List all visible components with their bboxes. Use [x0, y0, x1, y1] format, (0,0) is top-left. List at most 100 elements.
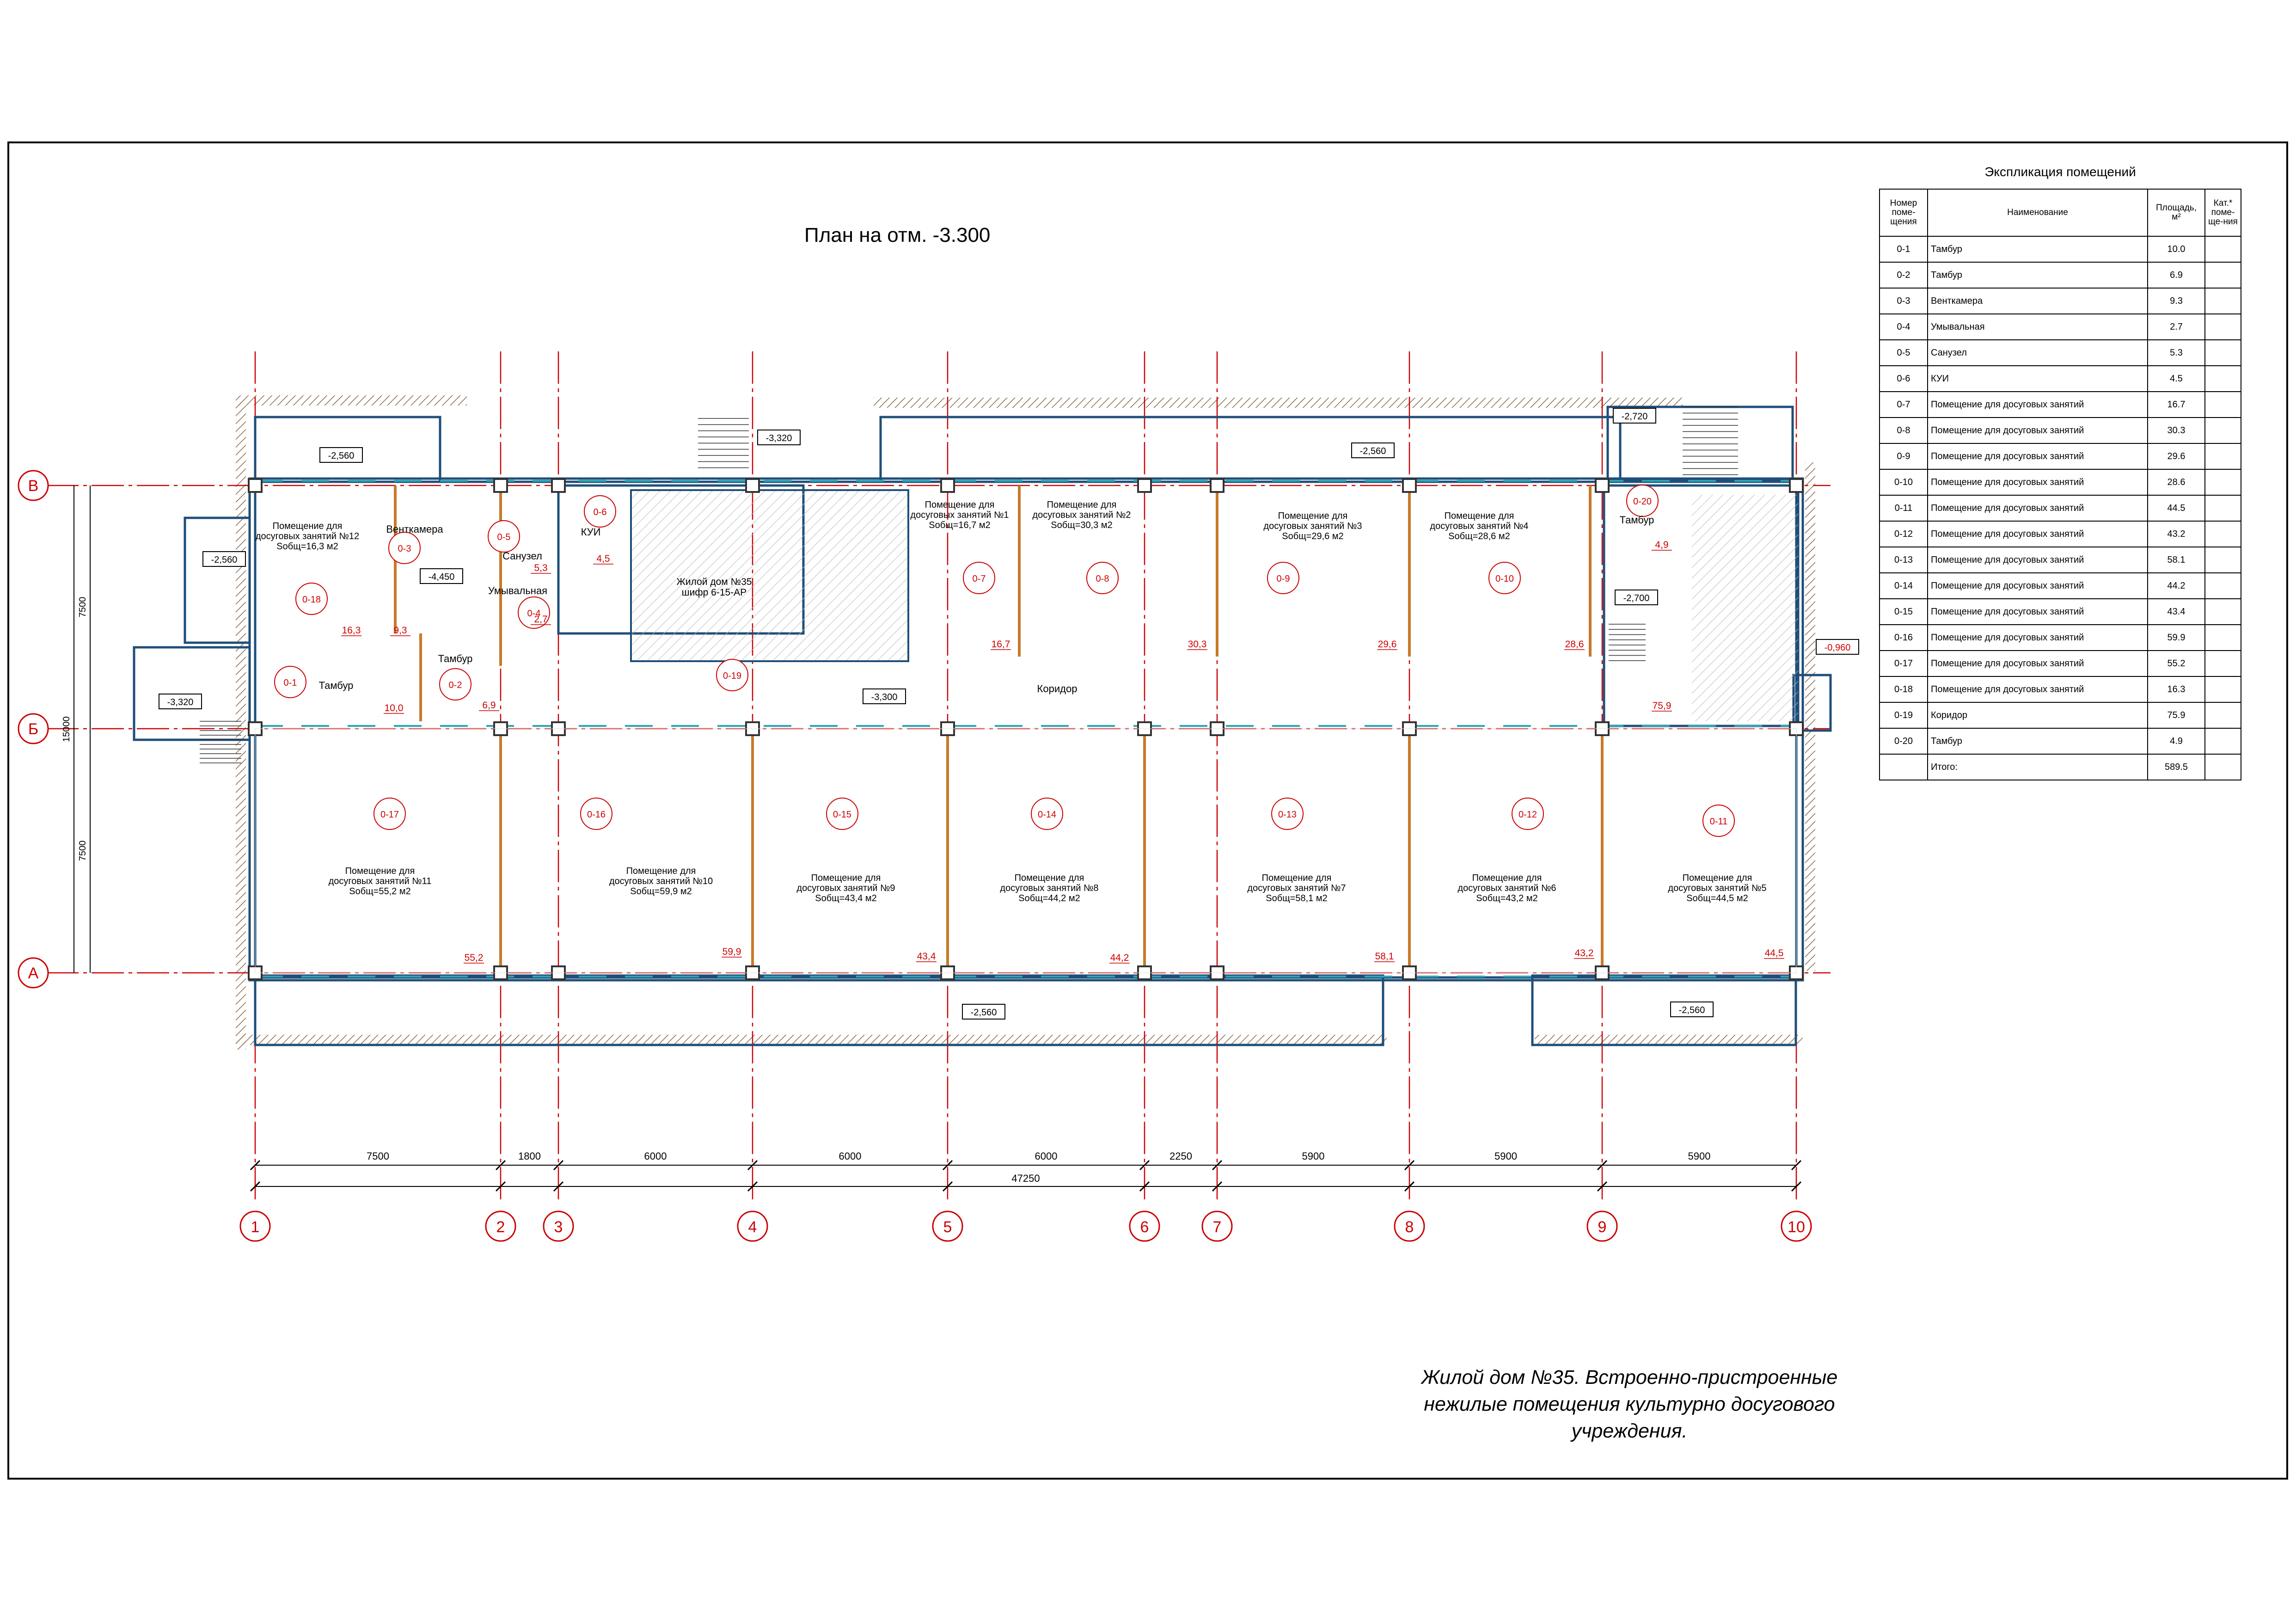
explication-cell-category	[2204, 469, 2241, 496]
dimension-value: 5900	[1302, 1150, 1325, 1162]
room-number-circle	[1031, 798, 1063, 830]
dimension-tick	[1139, 1160, 1150, 1171]
level-mark-box	[420, 568, 463, 584]
explication-cell-category	[2204, 313, 2241, 340]
wall	[879, 416, 1622, 483]
room-number-circle	[1512, 798, 1544, 830]
axis-bubble	[18, 470, 49, 501]
room-number: 0-7	[973, 574, 986, 584]
explication-cell-name: Помещение для досуговых занятий	[1927, 443, 2148, 470]
room-title-line: досуговых занятий №10	[609, 876, 713, 886]
explication-cell-number: 0-12	[1879, 521, 1928, 547]
room-number-circle	[963, 562, 995, 594]
axis-bubble	[18, 957, 49, 989]
level-mark: -4,450	[429, 572, 455, 582]
room-title-line: Помещение для	[1262, 873, 1332, 883]
explication-cell-area: 9.3	[2147, 288, 2205, 314]
explication-cell-category	[2204, 365, 2241, 392]
room-area-value: 75,9	[1653, 700, 1671, 711]
room-title-line: Помещение для	[1278, 511, 1348, 521]
explication-cell-number: 0-14	[1879, 572, 1928, 599]
explication-cell-number: 0-10	[1879, 469, 1928, 496]
level-mark-box	[159, 694, 202, 709]
explication-cell-area: 43.4	[2147, 598, 2205, 625]
level-mark: -2,560	[328, 451, 355, 461]
explication-cell-number: 0-4	[1879, 313, 1928, 340]
dimension-tick	[1404, 1160, 1415, 1171]
dimension-value: 5900	[1494, 1150, 1517, 1162]
note-line: нежилые помещения культурно досугового	[1424, 1393, 1835, 1415]
level-mark-box	[863, 688, 906, 704]
axis-bubble	[932, 1210, 963, 1242]
explication-cell-number: 0-20	[1879, 728, 1928, 755]
ground-hatch	[1590, 398, 1683, 408]
room-title-line: досуговых занятий №4	[1430, 521, 1528, 531]
sheet-frame	[7, 141, 2288, 1480]
neighbor-area	[630, 489, 909, 662]
room-title-line: досуговых занятий №2	[1032, 510, 1131, 520]
dimension-tick	[1212, 1181, 1223, 1192]
structural-column	[1210, 478, 1225, 493]
explication-cell-name: Помещение для досуговых занятий	[1927, 417, 2148, 444]
level-mark: -3,320	[766, 433, 792, 443]
explication-cell-area: 44.2	[2147, 572, 2205, 599]
room-number: 0-20	[1633, 497, 1652, 507]
explication-cell-name: Санузел	[1927, 339, 2148, 366]
room-area-text: Sобщ=43,2 м2	[1476, 893, 1537, 903]
explication-cell-category	[2204, 572, 2241, 599]
room-number-circle	[274, 666, 306, 698]
level-mark-box	[1615, 590, 1658, 605]
room-number-circle	[518, 596, 550, 629]
room-title-line: досуговых занятий №12	[256, 531, 359, 541]
dimension-value: 6000	[839, 1150, 862, 1162]
note-line: Жилой дом №35. Встроенно-пристроенные	[1421, 1366, 1838, 1389]
dimension-tick	[1597, 1181, 1608, 1192]
axis-label: Б	[28, 720, 38, 738]
room-area-value: 44,5	[1765, 948, 1784, 958]
level-mark-box	[1670, 1001, 1714, 1017]
room-area-value: 4,5	[596, 553, 610, 564]
explication-cell-category	[2204, 339, 2241, 366]
level-mark: -2,720	[1622, 412, 1648, 422]
room-title-line: досуговых занятий №3	[1263, 521, 1362, 531]
room-label: Коридор	[1037, 683, 1078, 694]
dimension-value: 2250	[1169, 1150, 1192, 1162]
room-area-text: Sобщ=16,3 м2	[276, 541, 338, 552]
room-number-circle	[1267, 562, 1299, 594]
explication-cell-area: 16.7	[2147, 391, 2205, 418]
explication-cell-name: Тамбур	[1927, 262, 2148, 289]
axis-label: 4	[748, 1218, 757, 1236]
room-area-value: 5,3	[534, 563, 547, 573]
room-area-value: 43,2	[1575, 948, 1594, 958]
explication-cell-number: 0-17	[1879, 650, 1928, 677]
dimension-tick	[1597, 1160, 1608, 1171]
dimension-tick	[942, 1181, 953, 1192]
room-number-circle	[580, 798, 612, 830]
room-area-value: 59,9	[722, 946, 741, 957]
explication-cell-name: Помещение для досуговых занятий	[1927, 521, 2148, 547]
room-number: 0-4	[527, 608, 541, 619]
room-number: 0-6	[594, 507, 607, 517]
neighbor-label: Жилой дом №35	[677, 577, 752, 587]
level-mark-box	[962, 1004, 1005, 1020]
structural-column	[745, 478, 760, 493]
wall	[248, 477, 1804, 982]
dimension-value: 7500	[78, 841, 88, 861]
room-area-value: 44,2	[1110, 952, 1129, 963]
dimension-tick	[495, 1160, 506, 1171]
explication-cell-area: 4.5	[2147, 365, 2205, 392]
dimension-tick	[1212, 1160, 1223, 1171]
dimension-tick	[250, 1181, 261, 1192]
axis-label: 9	[1598, 1218, 1607, 1236]
explication-cell-name: Помещение для досуговых занятий	[1927, 572, 2148, 599]
dimension-tick	[250, 1160, 261, 1171]
room-number: 0-8	[1096, 574, 1109, 584]
dimension-value: 6000	[644, 1150, 667, 1162]
room-area-text: Sобщ=44,2 м2	[1018, 893, 1080, 903]
room-label: Тамбур	[438, 653, 473, 664]
explication-cell-category	[2204, 676, 2241, 703]
level-mark: -2,560	[1679, 1005, 1705, 1015]
